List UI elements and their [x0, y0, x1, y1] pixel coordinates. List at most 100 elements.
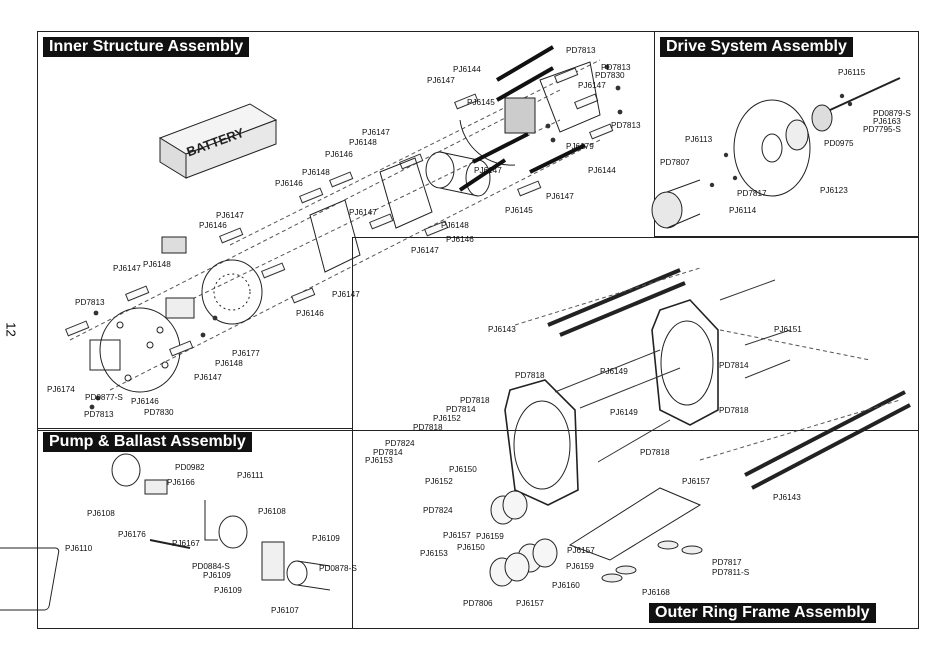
- label-pj6147: PJ6147: [216, 211, 244, 220]
- label-pj6152: PJ6152: [433, 414, 461, 423]
- inner-structure-title: Inner Structure Assembly: [43, 37, 250, 57]
- label-pj6150: PJ6150: [457, 543, 485, 552]
- label-pj6143: PJ6143: [773, 493, 801, 502]
- label-pd7813: PD7813: [601, 63, 631, 72]
- label-pd0975: PD0975: [824, 139, 854, 148]
- label-pj6147: PJ6147: [332, 290, 360, 299]
- feet-icon: [601, 540, 703, 583]
- label-pd7814: PD7814: [719, 361, 749, 370]
- tube-icon: [149, 539, 191, 549]
- drive-motor-icon: [651, 179, 701, 229]
- label-pj6146: PJ6146: [296, 309, 324, 318]
- ring-frame-left-icon: [504, 379, 579, 506]
- label-pj6147: PJ6147: [474, 166, 502, 175]
- label-pd7811: PD7811-S: [712, 568, 750, 577]
- label-pd7817: PD7817: [737, 189, 767, 198]
- label-pj6107: PJ6107: [271, 606, 299, 615]
- label-pj6166: PJ6166: [167, 478, 195, 487]
- label-pd7824: PD7824: [423, 506, 453, 515]
- drive-shaft-icon: [829, 77, 901, 111]
- pump-ballast-title: Pump & Ballast Assembly: [43, 432, 252, 452]
- label-pj6150: PJ6150: [449, 465, 477, 474]
- upper-frame-icon: [539, 61, 601, 133]
- label-pj6114: PJ6114: [729, 206, 757, 215]
- label-pj6151: PJ6151: [774, 325, 802, 334]
- outer-ring-frame: [352, 237, 919, 629]
- rear-plate-icon: [99, 307, 181, 393]
- label-pj6111: PJ6111: [237, 471, 264, 480]
- electronics-box-icon: [165, 297, 195, 319]
- label-pj6159: PJ6159: [476, 532, 504, 541]
- ring-frame-right-icon: [651, 299, 719, 426]
- label-pj6148: PJ6148: [441, 221, 469, 230]
- valve-body-icon: [144, 479, 168, 495]
- label-pj6146: PJ6146: [131, 397, 159, 406]
- gear-plate-icon: [201, 259, 263, 325]
- label-pj6147: PJ6147: [349, 208, 377, 217]
- pump-flange-icon: [218, 515, 248, 549]
- label-pd7814: PD7814: [373, 448, 403, 457]
- label-pj6144: PJ6144: [588, 166, 616, 175]
- label-pj6123: PJ6123: [820, 186, 848, 195]
- label-pj6167: PJ6167: [172, 539, 200, 548]
- label-pj6163: PJ6163: [873, 117, 901, 126]
- drive-plate-icon: [733, 99, 811, 197]
- label-pj6113: PJ6113: [685, 135, 713, 144]
- label-pj6160: PJ6160: [552, 581, 580, 590]
- bulkhead-arc-icon: [459, 119, 516, 166]
- label-pj6159: PJ6159: [566, 562, 594, 571]
- label-pj6153: PJ6153: [420, 549, 448, 558]
- label-pd7813: PD7813: [611, 121, 641, 130]
- label-pj6110: PJ6110: [65, 544, 93, 553]
- label-pd7830: PD7830: [595, 71, 625, 80]
- bearing-icon: [785, 119, 809, 151]
- label-pj6145: PJ6145: [505, 206, 533, 215]
- label-pj6115: PJ6115: [838, 68, 866, 77]
- middle-plate-icon: [309, 199, 361, 273]
- outer-ring-title: Outer Ring Frame Assembly: [649, 603, 876, 623]
- drive-system-title: Drive System Assembly: [660, 37, 853, 57]
- label-pd7813: PD7813: [566, 46, 596, 55]
- label-pj6149: PJ6149: [610, 408, 638, 417]
- label-pd7807: PD7807: [660, 158, 690, 167]
- label-pj6157: PJ6157: [567, 546, 595, 555]
- label-pj6174: PJ6174: [47, 385, 75, 394]
- label-pj6108: PJ6108: [258, 507, 286, 516]
- label-pj6109: PJ6109: [214, 586, 242, 595]
- label-pj6147: PJ6147: [427, 76, 455, 85]
- switch-box-icon: [161, 236, 187, 254]
- label-pd7818: PD7818: [515, 371, 545, 380]
- ballast-weights-icon: [489, 490, 558, 587]
- pump-unit-icon: [89, 339, 121, 371]
- label-pj6109: PJ6109: [203, 571, 231, 580]
- label-pj6157: PJ6157: [443, 531, 471, 540]
- label-pd7818: PD7818: [413, 423, 443, 432]
- label-pj6145: PJ6145: [467, 98, 495, 107]
- label-pj6148: PJ6148: [143, 260, 171, 269]
- label-pd7813: PD7813: [75, 298, 105, 307]
- label-pj6146: PJ6146: [199, 221, 227, 230]
- label-pj6147: PJ6147: [362, 128, 390, 137]
- label-pj6146: PJ6146: [325, 150, 353, 159]
- label-pd7818: PD7818: [640, 448, 670, 457]
- label-pj6147: PJ6147: [546, 192, 574, 201]
- label-pj6147: PJ6147: [113, 264, 141, 273]
- pump-bracket-icon: [261, 541, 285, 581]
- label-pd0877: PD0877-S: [85, 393, 123, 402]
- label-pd7818: PD7818: [460, 396, 490, 405]
- label-pj6177: PJ6177: [232, 349, 260, 358]
- label-pd7813: PD7813: [84, 410, 114, 419]
- label-pj6176: PJ6176: [118, 530, 146, 539]
- label-pj6148: PJ6148: [349, 138, 377, 147]
- label-pd7824: PD7824: [385, 439, 415, 448]
- label-pj6149: PJ6149: [600, 367, 628, 376]
- label-pj6143: PJ6143: [488, 325, 516, 334]
- label-pj6108: PJ6108: [87, 509, 115, 518]
- sensor-block-icon: [504, 97, 536, 134]
- hose-icon: [204, 500, 218, 541]
- label-pj6152: PJ6152: [425, 477, 453, 486]
- label-pj6148: PJ6148: [302, 168, 330, 177]
- label-pj6144: PJ6144: [453, 65, 481, 74]
- label-pd7830: PD7830: [144, 408, 174, 417]
- label-pj6146: PJ6146: [446, 235, 474, 244]
